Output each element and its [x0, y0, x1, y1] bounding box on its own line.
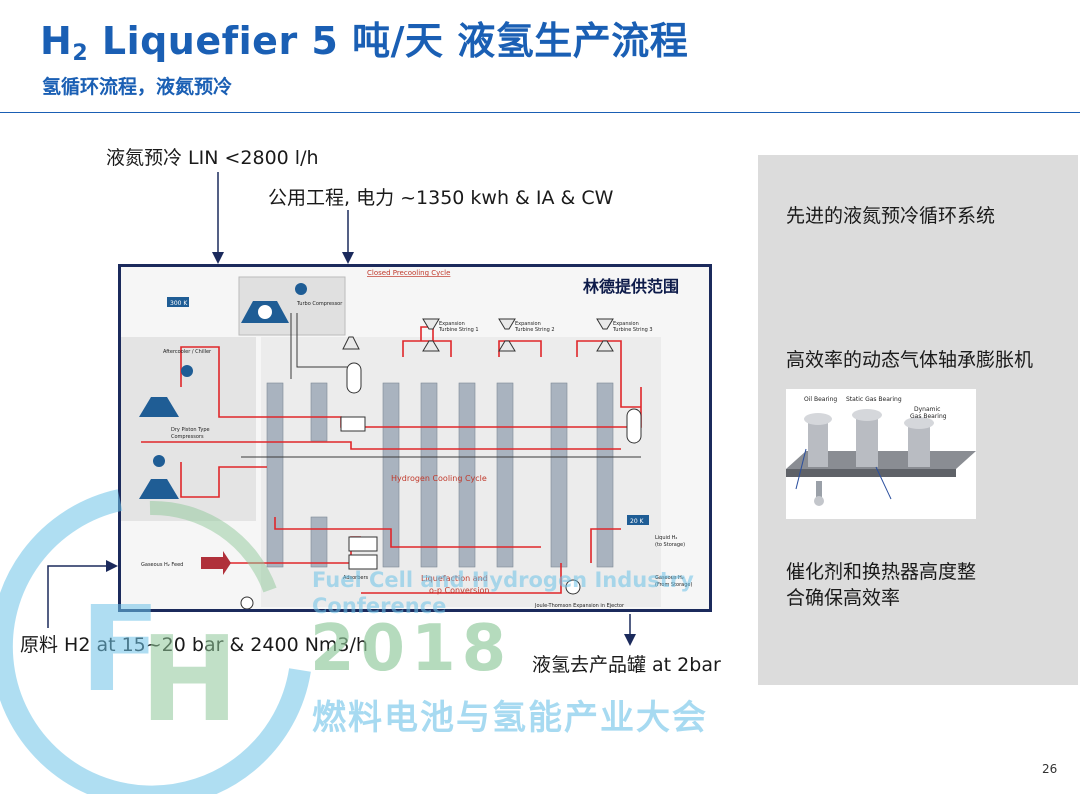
label-dry-piston: Dry Piston Type: [171, 427, 210, 433]
label-turbo-compressor: Turbo Compressor: [296, 301, 343, 307]
label-dynamic-bearing: Dynamic: [914, 406, 940, 413]
heat-exchanger-columns: [266, 382, 614, 568]
page-number: 26: [1042, 762, 1058, 776]
label-oil-bearing: Oil Bearing: [804, 396, 837, 403]
watermark-year: 2018: [310, 612, 513, 686]
label-dynamic-bearing-2: Gas Bearing: [910, 413, 947, 420]
label-20k: 20 K: [630, 518, 645, 525]
label-gaseous-h2: Gaseous H₂: [655, 575, 684, 581]
label-adsorbers: Adsorbers: [343, 575, 369, 581]
label-exp1: Expansion: [439, 321, 465, 327]
turbine-icons: [342, 318, 614, 352]
label-exp3: Expansion: [613, 321, 639, 327]
feature-item-1: 先进的液氮预冷循环系统: [786, 205, 996, 227]
label-exp2: Expansion: [515, 321, 541, 327]
label-static-bearing: Static Gas Bearing: [846, 396, 902, 403]
process-diagram: Closed Precooling Cycle 300 K Turbo Comp…: [118, 264, 712, 612]
callout-lin: 液氮预冷 LIN <2800 l/h: [106, 147, 319, 169]
feature-item-3b: 合确保高效率: [786, 587, 901, 609]
label-op-conversion: o-p Conversion: [429, 586, 489, 595]
arrow-feed: [47, 560, 118, 628]
vessel-icons: [240, 362, 642, 610]
feature-item-2: 高效率的动态气体轴承膨胀机: [786, 349, 1034, 371]
title-divider: [0, 112, 1080, 113]
bearing-illustration: Oil Bearing Static Gas Bearing Dynamic G…: [786, 396, 976, 506]
watermark-conference-cn: 燃料电池与氢能产业大会: [312, 698, 708, 738]
label-jt-expansion: Joule-Thomson Expansion in Ejector: [534, 603, 625, 609]
label-exp3b: Turbine String 3: [612, 327, 653, 333]
compressor-icons: [139, 283, 307, 499]
label-aftercooler: Aftercooler / Chiller: [163, 349, 212, 355]
process-flow-svg: Closed Precooling Cycle 300 K Turbo Comp…: [121, 269, 692, 610]
callout-utility: 公用工程, 电力 ~1350 kwh & IA & CW: [268, 187, 614, 209]
page-title: H2 Liquefier 5 吨/天 液氢生产流程: [40, 19, 689, 66]
label-exp2b: Turbine String 2: [514, 327, 555, 333]
label-exp1b: Turbine String 1: [438, 327, 479, 333]
logo-ring-green: [149, 500, 277, 593]
label-hydrogen-cooling: Hydrogen Cooling Cycle: [391, 474, 487, 483]
label-gaseous-feed: Gaseous H₂ Feed: [141, 562, 183, 568]
bearing-image: Oil Bearing Static Gas Bearing Dynamic G…: [786, 389, 976, 519]
label-to-storage: (to Storage): [655, 542, 685, 548]
watermark-conference-en-2: Conference: [312, 594, 447, 618]
label-liquid-h2: Liquid H₂: [655, 535, 677, 541]
logo-letter-f: F: [80, 580, 161, 718]
feed-arrow: [201, 551, 231, 575]
watermark-conference-en: Fuel Cell and Hydrogen Industry: [312, 568, 694, 592]
label-compressors: Compressors: [171, 434, 204, 440]
label-liquefaction: Liquefaction and: [421, 574, 488, 583]
label-from-storage: (From Storage): [655, 582, 692, 588]
feature-panel: 先进的液氮预冷循环系统 高效率的动态气体轴承膨胀机 Oil Bearing St…: [758, 155, 1078, 685]
page-subtitle: 氢循环流程，液氮预冷: [42, 76, 233, 98]
feature-item-3a: 催化剂和换热器高度整: [786, 561, 977, 583]
fch-logo-watermark: F H: [0, 489, 311, 794]
precooling-lines: [241, 313, 641, 458]
callout-feed: 原料 H2 at 15~20 bar & 2400 Nm3/h: [20, 634, 368, 656]
label-closed-precooling: Closed Precooling Cycle: [367, 269, 450, 277]
callout-product: 液氢去产品罐 at 2bar: [532, 654, 721, 676]
scope-label: 林德提供范围: [583, 277, 680, 296]
logo-ring: [0, 489, 311, 794]
logo-letter-h: H: [140, 610, 239, 748]
label-300k: 300 K: [170, 300, 188, 307]
